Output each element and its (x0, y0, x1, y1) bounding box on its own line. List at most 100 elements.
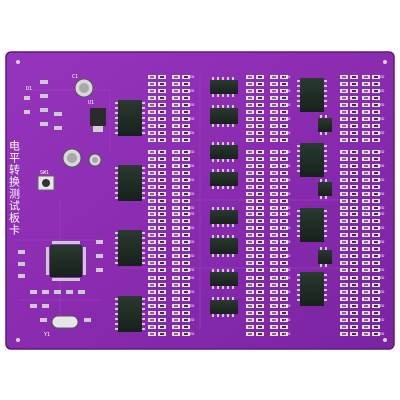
led-label: LED (378, 290, 384, 294)
led-resistor-pair (340, 233, 358, 237)
led-resistor-pair (362, 233, 380, 237)
led-resistor-pair (172, 247, 190, 251)
led-resistor-pair (362, 171, 380, 175)
led-resistor-pair (246, 304, 264, 308)
crystal-oscillator: Y1 (44, 315, 79, 338)
led-resistor-pair (148, 192, 166, 196)
led-label: LED (284, 254, 290, 258)
led-resistor-pair (340, 304, 358, 308)
microcontroller (46, 241, 86, 281)
voltage-regulator (90, 108, 106, 132)
led-resistor-pair (246, 247, 264, 251)
led-resistor-pair (340, 96, 358, 100)
smd-passives-left (24, 80, 62, 130)
electrolytic-capacitor-small (88, 153, 102, 167)
led-resistor-pair (362, 226, 380, 230)
led-resistor-pair (362, 199, 380, 203)
led-resistor-pair (172, 150, 190, 154)
led-resistor-pair (148, 103, 166, 107)
led-resistor-pair (172, 297, 190, 301)
led-label: LED (284, 178, 290, 182)
led-label: LED (188, 75, 194, 79)
led-resistor-pair (172, 206, 190, 210)
led-resistor-pair (148, 254, 166, 258)
led-label: LED (284, 103, 290, 107)
led-columns: LED LED LED LED LED LED LED LED LED LED LED LED LED L… (148, 75, 384, 336)
led-resistor-pair (246, 332, 264, 336)
led-label: LED (378, 268, 384, 272)
label-y1: Y1 (44, 332, 50, 338)
label-sw1: SW1 (40, 170, 49, 176)
led-label: LED (378, 150, 384, 154)
ic-chip (318, 247, 332, 267)
led-resistor-pair (270, 138, 288, 142)
led-resistor-pair (270, 325, 288, 329)
led-resistor-pair (148, 89, 166, 93)
led-resistor-pair (246, 75, 264, 79)
led-resistor-pair (246, 124, 264, 128)
led-resistor-pair (270, 171, 288, 175)
led-resistor-pair (362, 206, 380, 210)
led-resistor-pair (362, 103, 380, 107)
led-resistor-pair (270, 297, 288, 301)
led-resistor-pair (270, 304, 288, 308)
led-label: LED (284, 268, 290, 272)
led-resistor-pair (148, 110, 166, 114)
led-resistor-pair (172, 110, 190, 114)
led-label: LED (378, 103, 384, 107)
led-resistor-pair (246, 297, 264, 301)
led-label: LED (284, 290, 290, 294)
ic-chip (210, 297, 238, 317)
led-resistor-pair (340, 247, 358, 251)
led-resistor-pair (362, 276, 380, 280)
led-label: LED (378, 192, 384, 196)
led-resistor-pair (362, 110, 380, 114)
led-resistor-pair (246, 82, 264, 86)
led-resistor-pair (172, 276, 190, 280)
led-resistor-pair (362, 138, 380, 142)
led-resistor-pair (270, 185, 288, 189)
led-resistor-pair (148, 290, 166, 294)
led-resistor-pair (246, 233, 264, 237)
led-resistor-pair (340, 178, 358, 182)
led-resistor-pair (246, 192, 264, 196)
led-resistor-pair (148, 96, 166, 100)
led-resistor-pair (246, 117, 264, 121)
ic-chip (210, 207, 238, 227)
ic-chip (115, 296, 145, 332)
led-resistor-pair (246, 254, 264, 258)
led-label: LED (284, 164, 290, 168)
led-resistor-pair (172, 164, 190, 168)
led-resistor-pair (148, 311, 166, 315)
led-resistor-pair (362, 75, 380, 79)
led-resistor-pair (172, 96, 190, 100)
led-resistor-pair (246, 206, 264, 210)
led-resistor-pair (148, 138, 166, 142)
led-resistor-pair (270, 233, 288, 237)
led-resistor-pair (270, 206, 288, 210)
ic-chip (115, 100, 145, 136)
led-resistor-pair (246, 131, 264, 135)
led-resistor-pair (148, 261, 166, 265)
led-resistor-pair (362, 254, 380, 258)
led-resistor-pair (148, 247, 166, 251)
led-resistor-pair (246, 138, 264, 142)
led-resistor-pair (246, 219, 264, 223)
ic-chip (297, 143, 327, 177)
led-resistor-pair (340, 103, 358, 107)
led-resistor-pair (270, 226, 288, 230)
led-resistor-pair (270, 164, 288, 168)
led-label: LED (188, 254, 194, 258)
led-resistor-pair (362, 240, 380, 244)
led-resistor-pair (270, 318, 288, 322)
led-resistor-pair (246, 157, 264, 161)
led-resistor-pair (340, 240, 358, 244)
led-resistor-pair (270, 276, 288, 280)
led-resistor-pair (270, 131, 288, 135)
power-section: C1 U1 SW1 D1 (24, 74, 106, 191)
led-label: LED (378, 178, 384, 182)
led-resistor-pair (362, 268, 380, 272)
led-resistor-pair (172, 185, 190, 189)
led-resistor-pair (362, 304, 380, 308)
ic-chip (297, 208, 327, 242)
